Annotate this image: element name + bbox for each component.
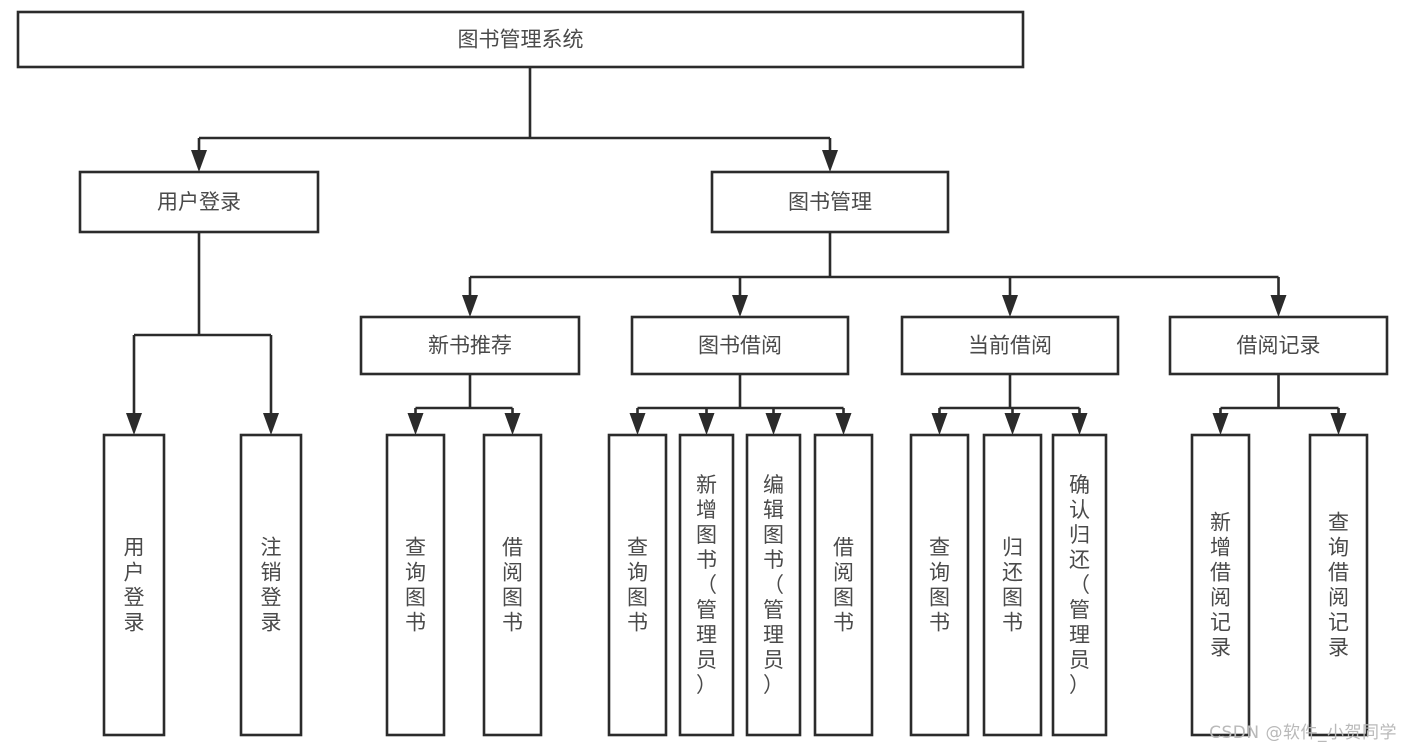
arrow-head-icon [263, 413, 279, 435]
node-label: 用户登录 [124, 536, 145, 635]
node-box [607, 433, 668, 737]
node-box [813, 433, 874, 737]
node-label: 归还图书 [1002, 536, 1023, 635]
leaf-node-确认归还管理员[interactable]: 确认归还（管理员） [1051, 433, 1108, 737]
leaf-node-归还图书[interactable]: 归还图书 [982, 433, 1043, 737]
arrow-head-icon [629, 413, 646, 435]
node-box [482, 433, 543, 737]
arrow-head-icon [407, 413, 424, 435]
leaf-node-新增借阅记录[interactable]: 新增借阅记录 [1190, 433, 1251, 737]
arrow-head-icon [1004, 413, 1021, 435]
node-box [78, 170, 320, 234]
arrow-head-icon [732, 295, 748, 317]
node-label: 借阅记录 [1237, 334, 1321, 358]
node-box [239, 433, 303, 737]
leaf-node-查询图书[interactable]: 查询图书 [607, 433, 668, 737]
leaf-node-注销登录[interactable]: 注销登录 [239, 433, 303, 737]
level2-node-图书管理[interactable]: 图书管理 [710, 170, 950, 234]
leaf-node-查询图书[interactable]: 查询图书 [909, 433, 970, 737]
node-box [16, 10, 1025, 69]
node-label: 借阅图书 [502, 536, 523, 635]
node-box [102, 433, 166, 737]
node-box [630, 315, 850, 376]
arrow-head-icon [191, 150, 207, 172]
node-label: 新增借阅记录 [1210, 511, 1231, 660]
node-label: 图书管理 [788, 190, 872, 214]
node-label: 图书借阅 [698, 334, 782, 358]
arrow-head-icon [1212, 413, 1229, 435]
level2-node-用户登录[interactable]: 用户登录 [78, 170, 320, 234]
node-label: 图书管理系统 [458, 28, 584, 52]
node-box [745, 433, 802, 737]
level3-node-新书推荐[interactable]: 新书推荐 [359, 315, 581, 376]
arrow-head-icon [931, 413, 948, 435]
arrow-head-icon [1270, 295, 1287, 317]
node-label: 编辑图书（管理员） [763, 473, 784, 697]
node-box [1168, 315, 1389, 376]
arrow-head-icon [1071, 413, 1088, 435]
node-label: 查询图书 [405, 536, 426, 635]
node-label: 确认归还（管理员） [1069, 473, 1090, 697]
node-box [710, 170, 950, 234]
node-box [1308, 433, 1369, 737]
node-label: 查询借阅记录 [1328, 511, 1349, 660]
leaf-node-借阅图书[interactable]: 借阅图书 [482, 433, 543, 737]
arrow-head-icon [1002, 295, 1018, 317]
leaf-node-借阅图书[interactable]: 借阅图书 [813, 433, 874, 737]
node-box [900, 315, 1120, 376]
level3-node-图书借阅[interactable]: 图书借阅 [630, 315, 850, 376]
arrow-head-icon [835, 413, 852, 435]
leaf-node-新增图书管理员[interactable]: 新增图书（管理员） [678, 433, 735, 737]
node-label: 注销登录 [261, 536, 282, 635]
node-box [385, 433, 446, 737]
node-box [1190, 433, 1251, 737]
leaf-node-查询图书[interactable]: 查询图书 [385, 433, 446, 737]
arrow-head-icon [1330, 413, 1347, 435]
leaf-node-编辑图书管理员[interactable]: 编辑图书（管理员） [745, 433, 802, 737]
node-layer: 图书管理系统用户登录图书管理新书推荐图书借阅当前借阅借阅记录用户登录注销登录查询… [16, 10, 1389, 737]
node-box [982, 433, 1043, 737]
node-label: 新增图书（管理员） [696, 473, 717, 697]
arrow-head-icon [765, 413, 782, 435]
node-label: 查询图书 [627, 536, 648, 635]
watermark-text: CSDN @软件_小贺同学 [1209, 723, 1397, 743]
node-box [678, 433, 735, 737]
node-box [909, 433, 970, 737]
leaf-node-用户登录[interactable]: 用户登录 [102, 433, 166, 737]
arrow-head-icon [462, 295, 478, 317]
level3-node-借阅记录[interactable]: 借阅记录 [1168, 315, 1389, 376]
arrow-head-icon [698, 413, 715, 435]
node-label: 新书推荐 [428, 334, 512, 358]
node-box [359, 315, 581, 376]
node-label: 查询图书 [929, 536, 950, 635]
node-label: 当前借阅 [968, 334, 1052, 358]
level3-node-当前借阅[interactable]: 当前借阅 [900, 315, 1120, 376]
node-label: 借阅图书 [833, 536, 854, 635]
node-box [1051, 433, 1108, 737]
arrow-head-icon [126, 413, 142, 435]
root-node-图书管理系统[interactable]: 图书管理系统 [16, 10, 1025, 69]
node-label: 用户登录 [157, 190, 241, 214]
arrow-head-icon [504, 413, 521, 435]
leaf-node-查询借阅记录[interactable]: 查询借阅记录 [1308, 433, 1369, 737]
arrow-head-icon [822, 150, 838, 172]
connector-layer [126, 67, 1347, 435]
